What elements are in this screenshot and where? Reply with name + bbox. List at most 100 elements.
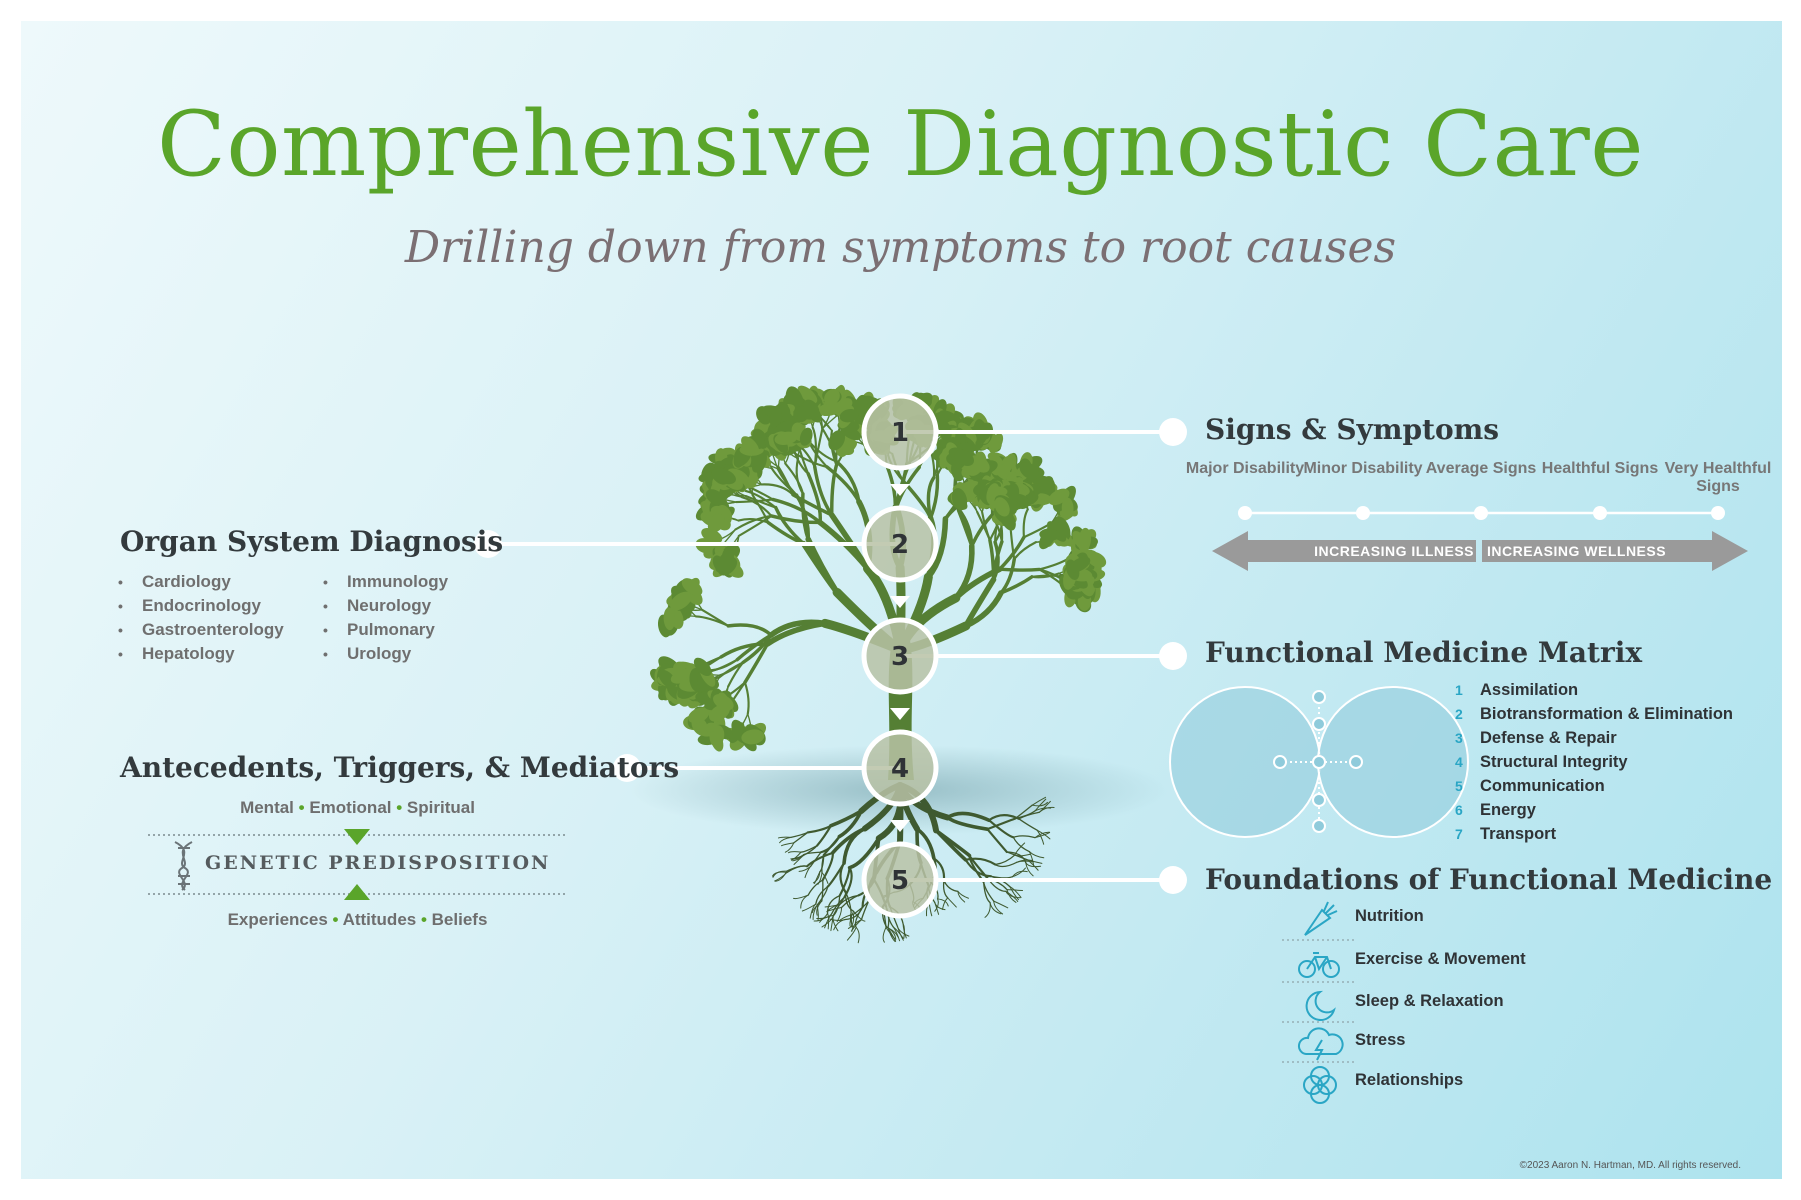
root	[826, 895, 841, 915]
root	[855, 926, 860, 944]
scale-label-5: Very Healthful Signs	[1664, 460, 1772, 495]
scale-label-3: Average Signs	[1425, 460, 1537, 477]
branch	[741, 633, 773, 665]
wellness-arrow	[1482, 531, 1748, 571]
root	[821, 851, 834, 882]
moon-icon	[1305, 990, 1336, 1021]
branch	[991, 539, 1004, 582]
root	[1034, 798, 1047, 812]
organ-heading: Organ System Diagnosis	[120, 525, 504, 558]
foundation-sleep: Sleep & Relaxation	[1355, 992, 1504, 1010]
root	[1012, 835, 1036, 839]
scale-dot-1	[1238, 506, 1252, 520]
connector-lines	[488, 430, 1173, 882]
root	[819, 835, 841, 854]
list-item: •Endocrinology	[118, 596, 261, 615]
root	[986, 817, 1017, 831]
root	[984, 902, 991, 918]
root	[779, 836, 792, 844]
leaf	[828, 430, 846, 451]
root	[934, 828, 972, 858]
branch	[976, 510, 991, 542]
root	[1006, 889, 1024, 892]
root	[1036, 829, 1045, 845]
endpoint-5	[1159, 866, 1187, 894]
genetic-divider	[148, 829, 567, 900]
branch	[727, 661, 745, 688]
foundation-separators	[1282, 939, 1355, 1063]
root	[941, 897, 949, 910]
branch	[769, 514, 822, 525]
root	[815, 886, 829, 905]
scale-label-2: Minor Disability	[1303, 460, 1423, 477]
root	[787, 851, 802, 854]
root	[928, 902, 933, 917]
matrix-diagram	[1169, 686, 1469, 838]
leaf	[715, 550, 735, 573]
branch	[795, 457, 804, 495]
storm-cloud-icon	[1297, 1027, 1344, 1061]
antecedents-heading: Antecedents, Triggers, & Mediators	[120, 751, 680, 784]
root	[1031, 796, 1047, 806]
mental-label: Mental	[240, 798, 294, 817]
root	[826, 861, 846, 888]
root	[968, 854, 990, 881]
root	[807, 879, 824, 896]
leaf	[729, 722, 745, 744]
branch	[743, 642, 770, 685]
root	[943, 880, 959, 892]
scale-dot-5	[1711, 506, 1725, 520]
list-item: •Urology	[323, 644, 412, 663]
root	[1025, 861, 1042, 868]
scale-label-1: Major Disability	[1185, 460, 1305, 477]
root	[1018, 811, 1040, 820]
root	[844, 891, 855, 912]
root	[1034, 832, 1051, 839]
matrix-nodes	[1273, 690, 1363, 833]
branch	[694, 615, 730, 627]
experiences-label: Experiences	[227, 910, 328, 929]
leaf	[693, 657, 712, 677]
branch	[928, 473, 940, 520]
root	[801, 903, 817, 912]
root	[800, 844, 818, 853]
branch	[1009, 530, 1016, 561]
leaf	[705, 489, 725, 506]
root	[934, 898, 939, 912]
step-number-1: 1	[891, 418, 909, 448]
root	[790, 831, 809, 839]
step-arrows	[890, 484, 910, 832]
signs-scale: INCREASING ILLNESS INCREASING WELLNESS	[1212, 506, 1748, 571]
illness-arrow	[1212, 531, 1476, 571]
root	[842, 826, 867, 865]
root	[957, 890, 966, 903]
signs-heading: Signs & Symptoms	[1205, 413, 1500, 446]
leaf	[797, 385, 818, 404]
root	[1009, 886, 1019, 901]
endpoint-2	[474, 530, 502, 558]
foundation-relationships: Relationships	[1355, 1071, 1464, 1089]
root	[882, 926, 887, 943]
root	[957, 890, 969, 899]
root	[784, 842, 795, 853]
branch	[734, 514, 773, 531]
scale-label-4: Healthful Signs	[1541, 460, 1659, 477]
leaf	[1068, 556, 1091, 573]
root	[777, 836, 792, 839]
page-subtitle: Drilling down from symptoms to root caus…	[404, 222, 1397, 273]
attitudes-label: Attitudes	[342, 910, 417, 929]
root	[846, 926, 857, 941]
root	[1011, 870, 1028, 878]
leaf	[803, 399, 820, 418]
root	[772, 870, 788, 878]
root	[1014, 842, 1026, 856]
scale-dot-4	[1593, 506, 1607, 520]
root	[987, 814, 1020, 822]
branch	[805, 536, 840, 596]
step-circles: 1 2 3 4 5	[861, 393, 939, 919]
